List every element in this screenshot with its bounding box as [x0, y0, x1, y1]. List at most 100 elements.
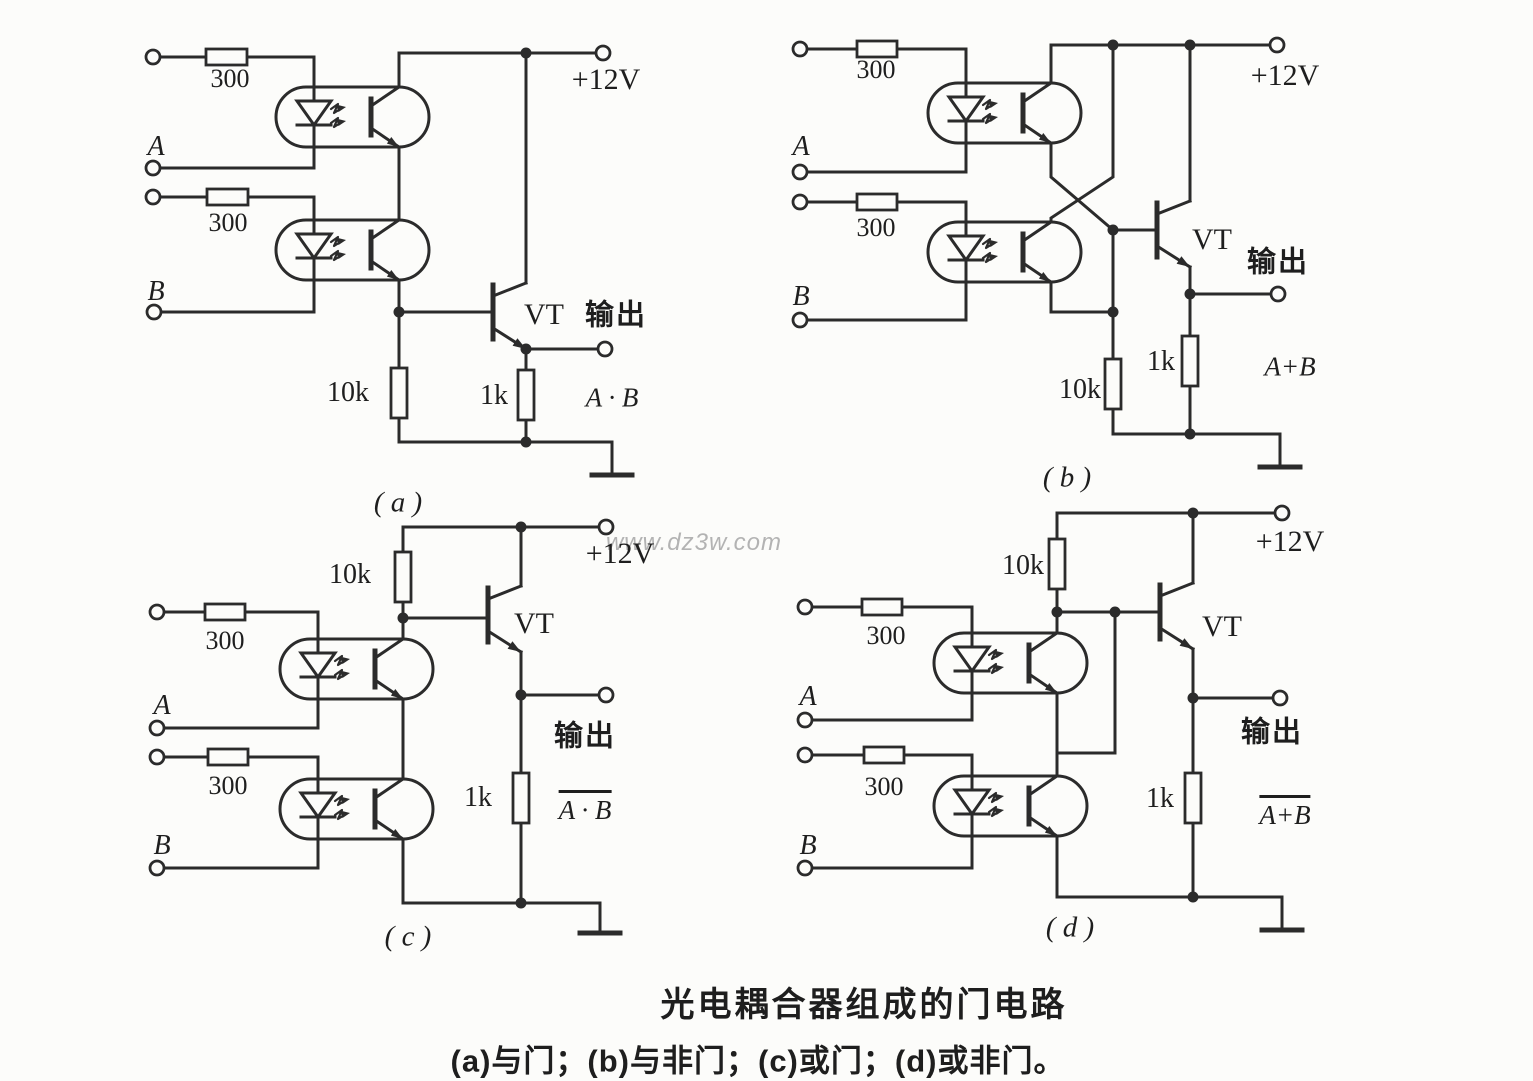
supply-label: +12V — [571, 63, 641, 96]
expression-label: A · B — [585, 382, 639, 413]
input-b-label: B — [799, 830, 817, 861]
figure-title: 光电耦合器组成的门电路 — [660, 986, 1068, 1024]
output-label: 输出 — [1246, 246, 1310, 279]
resistor-symbol — [205, 187, 250, 207]
junction-dot — [1051, 606, 1063, 618]
terminal-circle — [145, 303, 163, 321]
output-resistor-label: 1k — [480, 380, 508, 411]
resistor-symbol — [511, 771, 531, 825]
resistor-symbol — [389, 366, 409, 420]
junction-dot — [397, 612, 409, 624]
resistor-symbol — [204, 47, 249, 67]
terminal-circle — [1268, 36, 1286, 54]
terminal-circle — [791, 311, 809, 329]
npn-transistor-symbol — [1157, 201, 1190, 267]
optocoupler-symbol — [928, 222, 1081, 282]
resistor-value-label: 300 — [210, 64, 250, 93]
resistor-symbol — [393, 550, 413, 604]
junction-dot — [1184, 428, 1196, 440]
terminal-circle — [597, 518, 615, 536]
terminal-circle — [1269, 285, 1287, 303]
supply-label: +12V — [1250, 59, 1320, 92]
expression-label: A · B — [558, 790, 612, 824]
terminal-circle — [597, 686, 615, 704]
subfigure-label: ( b ) — [1042, 461, 1092, 494]
base-resistor-label: 10k — [1002, 550, 1044, 581]
optocoupler-symbol — [934, 633, 1087, 693]
terminal-circle — [144, 188, 162, 206]
transistor-label: VT — [514, 607, 554, 640]
terminal-circle — [796, 746, 814, 764]
expression-label: A+B — [1259, 795, 1311, 829]
junction-dot — [1109, 606, 1121, 618]
supply-label: +12V — [1255, 525, 1325, 558]
resistor-value-label: 300 — [856, 55, 896, 84]
resistor-symbol — [1103, 357, 1123, 411]
transistor-label: VT — [1202, 610, 1242, 643]
optocoupler-symbol — [276, 220, 429, 280]
junction-dot — [1187, 507, 1199, 519]
input-a-label: A — [147, 131, 165, 162]
terminal-circle — [791, 40, 809, 58]
resistor-symbol — [1180, 334, 1200, 388]
terminal-circle — [148, 748, 166, 766]
resistor-symbol — [855, 39, 899, 59]
watermark-text: www.dz3w.com — [605, 529, 783, 556]
terminal-circle — [791, 193, 809, 211]
output-label: 输出 — [1240, 716, 1304, 749]
resistor-symbol — [203, 602, 247, 622]
output-label: 输出 — [553, 720, 617, 753]
junction-dot — [520, 47, 532, 59]
terminal-circle — [796, 598, 814, 616]
terminal-circle — [148, 719, 166, 737]
junction-dot — [393, 306, 405, 318]
terminal-circle — [796, 711, 814, 729]
junction-dot — [515, 521, 527, 533]
circuit-c — [148, 518, 623, 936]
junction-dot — [515, 689, 527, 701]
resistor-value-label: 300 — [208, 771, 248, 800]
junction-dot — [1107, 306, 1119, 318]
circuit-b — [791, 36, 1303, 470]
optocoupler-symbol — [276, 87, 429, 147]
wire — [155, 525, 608, 935]
resistor-symbol — [1047, 537, 1067, 591]
input-a-label: A — [799, 681, 817, 712]
transistor-label: VT — [1192, 223, 1232, 256]
output-resistor-label: 1k — [464, 782, 492, 813]
wire — [798, 43, 1282, 469]
npn-transistor-symbol — [1160, 583, 1193, 649]
junction-dot — [515, 897, 527, 909]
resistor-symbol — [516, 368, 536, 422]
circuit-d — [796, 504, 1305, 933]
junction-dot — [1184, 39, 1196, 51]
resistor-symbol — [1183, 771, 1203, 825]
terminal-circle — [1271, 689, 1289, 707]
resistor-value-label: 300 — [866, 621, 906, 650]
junction-dot — [1107, 224, 1119, 236]
input-b-label: B — [147, 276, 165, 307]
resistor-value-label: 300 — [208, 208, 248, 237]
base-resistor-label: 10k — [329, 559, 371, 590]
npn-transistor-symbol — [493, 283, 526, 349]
subfigure-label: ( c ) — [384, 920, 432, 953]
terminal-circle — [594, 44, 612, 62]
terminal-circle — [144, 159, 162, 177]
supply-label: +12V — [585, 537, 655, 570]
output-label: 输出 — [584, 299, 648, 332]
resistor-value-label: 300 — [856, 213, 896, 242]
terminal-circle — [596, 340, 614, 358]
optocoupler-symbol — [934, 776, 1087, 836]
input-b-label: B — [153, 830, 171, 861]
expression-label: A+B — [1264, 351, 1316, 382]
circuit-a — [144, 44, 635, 478]
junction-dot — [1184, 288, 1196, 300]
optocoupler-symbol — [280, 639, 433, 699]
resistor-value-label: 300 — [205, 626, 245, 655]
junction-dot — [1187, 692, 1199, 704]
terminal-circle — [1273, 504, 1291, 522]
transistor-label: VT — [524, 298, 564, 331]
resistor-symbol — [206, 747, 250, 767]
